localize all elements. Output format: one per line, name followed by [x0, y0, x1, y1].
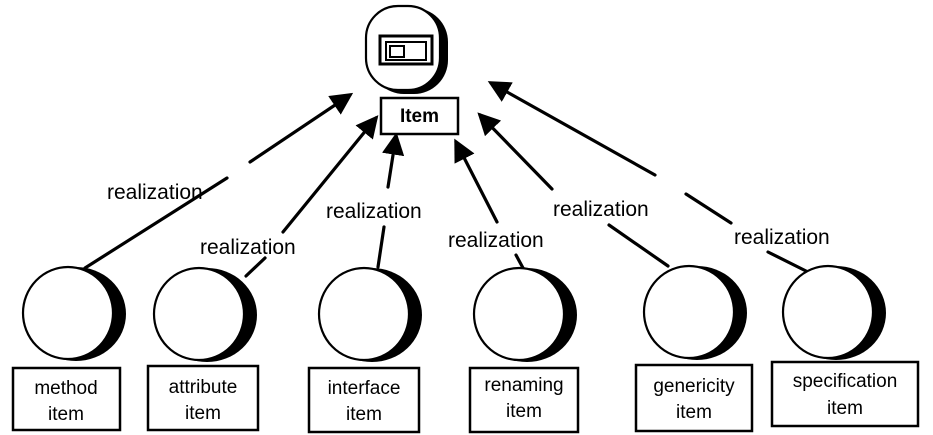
child-node-method: method item: [11, 265, 126, 432]
child-node-interface: interface item: [307, 266, 422, 434]
label-box: [634, 363, 754, 433]
edge-label-specification: realization: [734, 226, 830, 249]
edge-attribute: realization: [200, 115, 379, 278]
edge-line-lower: [607, 223, 670, 268]
label-box: [770, 360, 920, 428]
child-node-attribute: attribute item: [146, 266, 260, 432]
edge-interface: realization: [326, 132, 422, 269]
edge-label-attribute: realization: [200, 236, 296, 259]
label-line1: specification: [793, 371, 898, 392]
child-node-specification: specification item: [770, 264, 920, 428]
edge-method: realization: [83, 92, 354, 270]
bubble: [21, 265, 115, 361]
label-box: [468, 366, 580, 434]
edge-arrow-upper: [454, 138, 499, 224]
label-line1: method: [34, 378, 97, 399]
label-line1: renaming: [484, 375, 563, 396]
bubble: [317, 266, 411, 362]
edge-label-renaming: realization: [448, 229, 544, 252]
bubble: [642, 264, 736, 360]
root-node: Item: [364, 4, 460, 136]
edge-line-lower: [766, 250, 810, 274]
label-line1: genericity: [653, 376, 735, 397]
label-line2: item: [676, 402, 712, 423]
edge-line-lower: [83, 176, 229, 270]
edge-specification: realization: [487, 81, 830, 274]
edge-arrow-upper: [281, 115, 379, 234]
edge-arrow-upper: [487, 81, 657, 177]
edge-arrow-upper: [477, 112, 554, 191]
bubble: [781, 264, 875, 360]
edge-arrow-upper: [248, 92, 354, 164]
edge-renaming: realization: [448, 138, 544, 270]
window-icon: [378, 34, 434, 66]
label-box: [11, 366, 122, 432]
edge-line-lower: [244, 256, 267, 278]
edge-arrow-upper: [382, 132, 405, 189]
edge-line-lower: [514, 253, 525, 270]
label-box: [146, 364, 260, 432]
label-line2: item: [346, 404, 382, 425]
child-node-renaming: renaming item: [468, 266, 580, 434]
bubble: [152, 266, 246, 362]
edge-genericity: realization: [477, 112, 670, 268]
label-line1: attribute: [169, 377, 238, 398]
root-label: Item: [400, 106, 439, 127]
edge-label-interface: realization: [326, 200, 422, 223]
root-label-box: [379, 96, 460, 136]
label-line2: item: [48, 404, 84, 425]
label-line2: item: [185, 403, 221, 424]
edge-label-genericity: realization: [553, 198, 649, 221]
label-box: [307, 366, 421, 434]
edge-label-method: realization: [107, 181, 203, 204]
child-node-genericity: genericity item: [634, 264, 754, 433]
label-line2: item: [827, 398, 863, 419]
label-line1: interface: [328, 378, 401, 399]
label-line2: item: [506, 401, 542, 422]
edge-dash-middle: [684, 192, 733, 225]
edge-line-lower: [376, 225, 386, 269]
bubble: [472, 266, 566, 362]
